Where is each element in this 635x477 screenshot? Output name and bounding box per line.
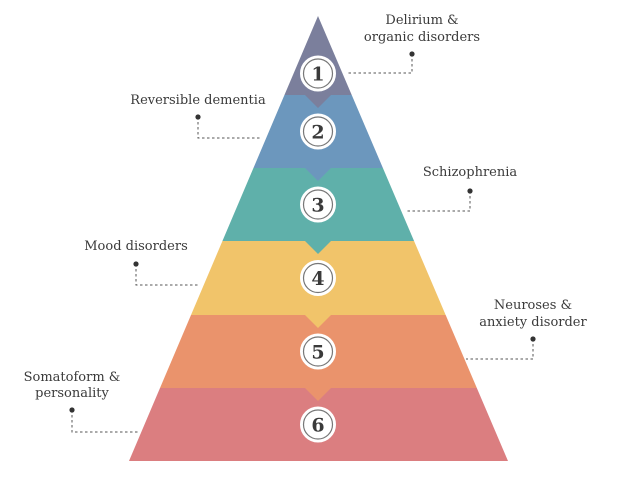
level-label-2: Reversible dementia [130,93,266,108]
level-number-4: 4 [311,268,324,290]
level-number-3: 3 [311,195,324,217]
level-label-6: Somatoform & [24,370,121,385]
level-badge-3: 3 [300,186,336,223]
level-label-3: Schizophrenia [423,165,518,180]
leader-line-4 [135,264,200,286]
leader-dot-6 [69,407,75,413]
leader-line-1 [348,54,413,74]
level-pointer-1 [305,95,331,108]
leader-line-5 [466,339,534,360]
level-label-1: Delirium & [385,13,458,28]
level-pointer-3 [305,241,331,254]
leader-dot-5 [530,336,536,342]
level-badge-4: 4 [300,260,336,296]
level-label-1: organic disorders [364,30,480,45]
leader-line-3 [406,191,471,212]
level-number-6: 6 [311,415,324,437]
leader-dot-4 [133,261,139,267]
level-number-5: 5 [311,342,324,364]
level-label-5: anxiety disorder [479,315,587,330]
level-number-2: 2 [311,122,324,144]
leader-line-6 [71,410,140,433]
level-badge-2: 2 [300,113,336,150]
level-label-4: Mood disorders [84,239,188,254]
leader-dot-1 [409,51,415,57]
level-pointer-4 [305,315,331,328]
level-pointer-2 [305,168,331,181]
level-badge-6: 6 [300,406,336,443]
level-badge-1: 1 [300,55,336,92]
level-number-1: 1 [311,64,324,86]
level-pointer-5 [305,388,331,401]
leader-dot-3 [467,188,473,194]
leader-line-2 [197,117,262,139]
leader-dot-2 [195,114,201,120]
level-badge-5: 5 [300,333,336,370]
level-label-6: personality [35,386,109,401]
level-label-5: Neuroses & [494,298,572,313]
